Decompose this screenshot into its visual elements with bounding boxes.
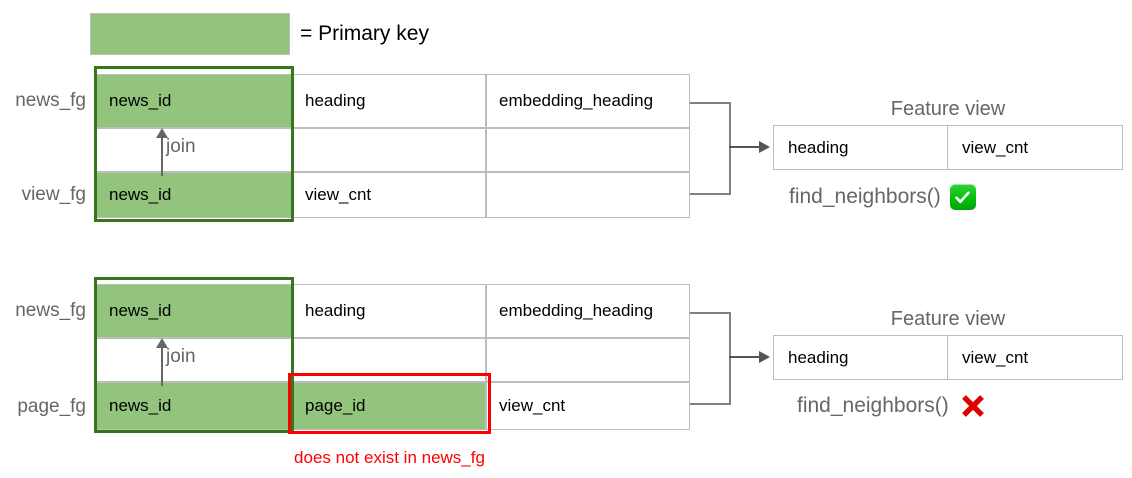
feature-view-column-view-cnt: view_cnt <box>947 125 1123 170</box>
feature-view-title-bottom: Feature view <box>890 308 1006 330</box>
connector-line-bottom-branch-bottom <box>690 403 731 405</box>
find-neighbors-label-bottom: find_neighbors() <box>797 394 949 417</box>
connector-line-top-branch-bottom <box>690 312 731 314</box>
find-neighbors-status-error: find_neighbors() <box>797 391 988 421</box>
error-note-page-id: does not exist in news_fg <box>294 448 485 467</box>
connector-arrow-head-bottom <box>759 351 770 363</box>
feature-view-column-heading-bottom: heading <box>773 335 948 380</box>
connector-arrow-shaft-bottom <box>729 356 760 358</box>
check-mark-icon <box>949 184 976 210</box>
fg-label-news-fg-bottom: news_fg <box>15 300 86 321</box>
table-cell-view-cnt: view_cnt <box>292 172 486 218</box>
fg-label-view-fg: view_fg <box>21 184 86 205</box>
table-cell-view-cnt-page-fg: view_cnt <box>486 382 690 430</box>
table-cell-news-id-view-fg: news_id <box>96 172 292 218</box>
find-neighbors-status-ok: find_neighbors() <box>789 182 976 212</box>
join-arrow-stem-top <box>161 136 163 176</box>
table-cell-empty-top <box>486 172 690 218</box>
connector-line-vertical <box>729 102 731 195</box>
table-cell-page-id: page_id <box>292 382 486 430</box>
join-arrow-label-top: join <box>166 136 196 157</box>
connector-arrow-shaft <box>729 146 760 148</box>
table-cell-spacer-right-bottom <box>486 338 690 382</box>
connector-arrow-head <box>759 141 770 153</box>
table-cell-spacer-left-top <box>96 128 292 172</box>
table-cell-heading-bottom: heading <box>292 284 486 338</box>
table-cell-spacer-mid-top <box>292 128 486 172</box>
table-cell-spacer-mid-bottom <box>292 338 486 382</box>
join-arrow-head-top <box>156 128 168 138</box>
table-cell-news-id-bottom: news_id <box>96 284 292 338</box>
legend-primary-key-swatch <box>90 13 290 55</box>
find-neighbors-label-top: find_neighbors() <box>789 185 941 208</box>
join-arrow-stem-bottom <box>161 346 163 386</box>
table-cell-heading: heading <box>292 74 486 128</box>
table-cell-news-id-page-fg: news_id <box>96 382 292 430</box>
connector-line-top-branch <box>690 102 731 104</box>
table-cell-spacer-right-top <box>486 128 690 172</box>
connector-line-vertical-bottom <box>729 312 731 405</box>
feature-view-column-view-cnt-bottom: view_cnt <box>947 335 1123 380</box>
join-arrow-head-bottom <box>156 338 168 348</box>
fg-label-news-fg-top: news_fg <box>15 90 86 111</box>
feature-view-title-top: Feature view <box>890 98 1006 120</box>
connector-line-bottom-branch <box>690 193 731 195</box>
join-arrow-label-bottom: join <box>166 346 196 367</box>
cross-mark-icon <box>958 391 988 421</box>
table-cell-embedding-heading: embedding_heading <box>486 74 690 128</box>
legend-primary-key-label: = Primary key <box>300 22 429 45</box>
fg-label-page-fg: page_fg <box>17 396 86 417</box>
table-cell-news-id: news_id <box>96 74 292 128</box>
feature-view-column-heading: heading <box>773 125 948 170</box>
table-cell-embedding-heading-bottom: embedding_heading <box>486 284 690 338</box>
